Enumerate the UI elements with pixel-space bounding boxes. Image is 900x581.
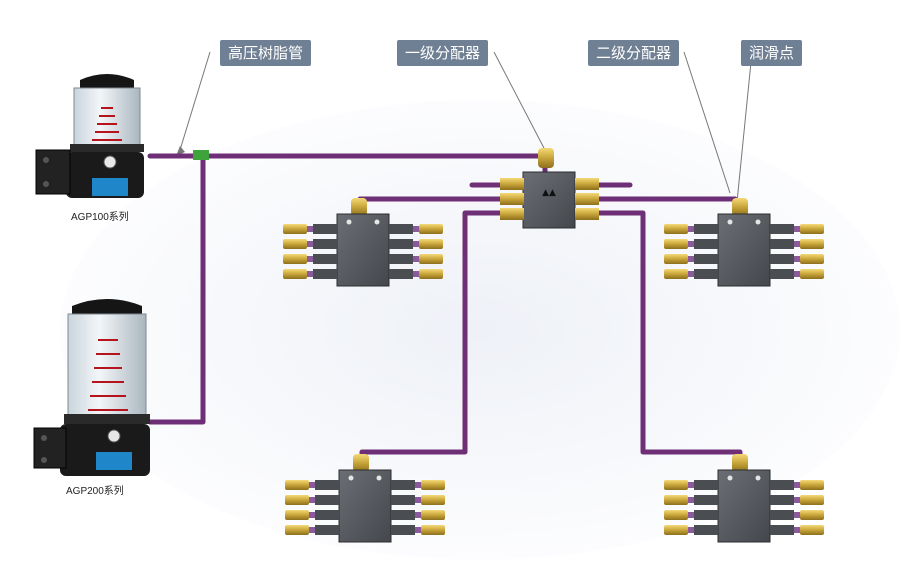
pump-agp200	[33, 299, 150, 476]
lube-point-fitting	[421, 510, 445, 520]
lube-point-fitting	[664, 480, 688, 490]
label-lube-point: 润滑点	[741, 40, 803, 66]
lube-point-fitting	[285, 480, 309, 490]
label-primary-distributor: 一级分配器	[397, 40, 489, 66]
lube-point-fitting	[421, 480, 445, 490]
lube-point-fitting	[283, 254, 307, 264]
lube-point-fitting	[664, 495, 688, 505]
lube-point-fitting	[285, 510, 309, 520]
label-high-pressure-pipe: 高压树脂管	[220, 40, 312, 66]
lube-point-fitting	[800, 269, 824, 279]
lube-point-fitting	[664, 525, 688, 535]
lube-point-fitting	[664, 254, 688, 264]
leader-secondary	[683, 51, 731, 194]
lube-point-fitting	[800, 525, 824, 535]
lube-point-fitting	[419, 254, 443, 264]
lube-point-fitting	[285, 495, 309, 505]
pipe-from-pump2	[147, 155, 206, 425]
lube-point-fitting	[285, 525, 309, 535]
lube-point-fitting	[283, 224, 307, 234]
pump-model-label-1: AGP100系列	[71, 212, 129, 223]
primary-distributor: ▲▲	[500, 148, 599, 229]
secondary-distributor-bottom-left	[285, 454, 445, 543]
lube-point-fitting	[800, 239, 824, 249]
lube-point-fitting	[664, 269, 688, 279]
lube-point-fitting	[664, 510, 688, 520]
secondary-distributor-top-right	[664, 198, 824, 287]
lube-point-fitting	[421, 525, 445, 535]
lube-point-fitting	[800, 480, 824, 490]
leader-primary	[493, 51, 546, 151]
label-secondary-distributor: 二级分配器	[588, 40, 680, 66]
leader-lube-point	[734, 51, 753, 223]
pump-model-label-2: AGP200系列	[66, 486, 124, 497]
lube-point-fitting	[800, 510, 824, 520]
pump-agp100	[35, 74, 144, 198]
lube-point-fitting	[800, 254, 824, 264]
lube-point-fitting	[664, 239, 688, 249]
lube-point-fitting	[283, 239, 307, 249]
lube-point-fitting	[800, 495, 824, 505]
svg-text:▲▲: ▲▲	[542, 188, 556, 198]
lube-point-fitting	[419, 239, 443, 249]
lube-point-fitting	[421, 495, 445, 505]
tee-fitting	[193, 150, 209, 160]
background-glow	[60, 100, 900, 560]
lube-point-fitting	[283, 269, 307, 279]
lube-point-fitting	[419, 269, 443, 279]
secondary-distributor-bottom-right	[664, 454, 824, 543]
lube-point-fitting	[800, 224, 824, 234]
leader-pipe	[179, 51, 211, 151]
secondary-distributor-top-left	[283, 198, 443, 287]
leader-lines	[179, 51, 753, 223]
lube-point-fitting	[664, 224, 688, 234]
lube-point-fitting	[419, 224, 443, 234]
